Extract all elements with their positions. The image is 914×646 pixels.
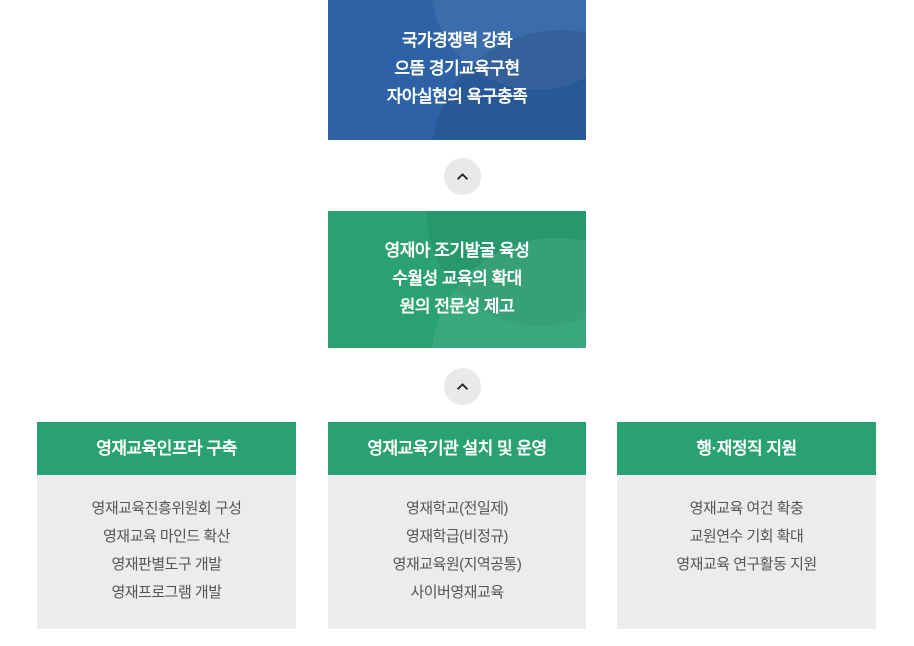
column-item: 교원연수 기회 확대 (689, 528, 804, 545)
column-item: 영재교육 마인드 확산 (102, 528, 231, 545)
column-item: 영재프로그램 개발 (111, 584, 222, 601)
strategy-column-infrastructure: 영재교육인프라 구축 영재교육진흥위원회 구성 영재교육 마인드 확산 영재판별… (37, 422, 296, 629)
column-title: 행·재정직 지원 (617, 422, 876, 475)
goal-line: 자아실현의 욕구충족 (386, 87, 528, 106)
column-item: 영재판별도구 개발 (111, 556, 222, 573)
vision-box: 영재아 조기발굴 육성 수월성 교육의 확대 원의 전문성 제고 (328, 211, 586, 348)
column-item: 영재교육 연구활동 지원 (676, 556, 817, 573)
goal-box: 국가경쟁력 강화 으뜸 경기교육구현 자아실현의 욕구충족 (328, 0, 586, 140)
goal-box-text: 국가경쟁력 강화 으뜸 경기교육구현 자아실현의 욕구충족 (328, 0, 586, 111)
vision-line: 영재아 조기발굴 육성 (384, 241, 530, 260)
vision-line: 원의 전문성 제고 (399, 297, 515, 316)
column-item: 영재교육 여건 확충 (689, 500, 804, 517)
column-title: 영재교육기관 설치 및 운영 (328, 422, 586, 475)
chevron-up-icon (454, 378, 471, 395)
column-item-list: 영재교육진흥위원회 구성 영재교육 마인드 확산 영재판별도구 개발 영재프로그… (37, 475, 296, 629)
column-item: 영재교육진흥위원회 구성 (91, 500, 242, 517)
column-item: 영재학교(전일제) (405, 500, 509, 517)
strategy-column-admin-finance: 행·재정직 지원 영재교육 여건 확충 교원연수 기회 확대 영재교육 연구활동… (617, 422, 876, 629)
flow-connector (444, 368, 481, 405)
goal-line: 으뜸 경기교육구현 (394, 59, 520, 78)
column-item-list: 영재학교(전일제) 영재학급(비정규) 영재교육원(지역공통) 사이버영재교육 (328, 475, 586, 629)
vision-line: 수월성 교육의 확대 (392, 269, 522, 288)
goal-line: 국가경쟁력 강화 (401, 31, 513, 50)
column-item: 사이버영재교육 (410, 584, 504, 601)
strategy-column-institutions: 영재교육기관 설치 및 운영 영재학교(전일제) 영재학급(비정규) 영재교육원… (328, 422, 586, 629)
column-item-list: 영재교육 여건 확충 교원연수 기회 확대 영재교육 연구활동 지원 (617, 475, 876, 629)
vision-box-text: 영재아 조기발굴 육성 수월성 교육의 확대 원의 전문성 제고 (328, 211, 586, 321)
column-item: 영재교육원(지역공통) (392, 556, 522, 573)
flow-connector (444, 158, 481, 195)
column-title: 영재교육인프라 구축 (37, 422, 296, 475)
column-item: 영재학급(비정규) (405, 528, 509, 545)
chevron-up-icon (454, 168, 471, 185)
